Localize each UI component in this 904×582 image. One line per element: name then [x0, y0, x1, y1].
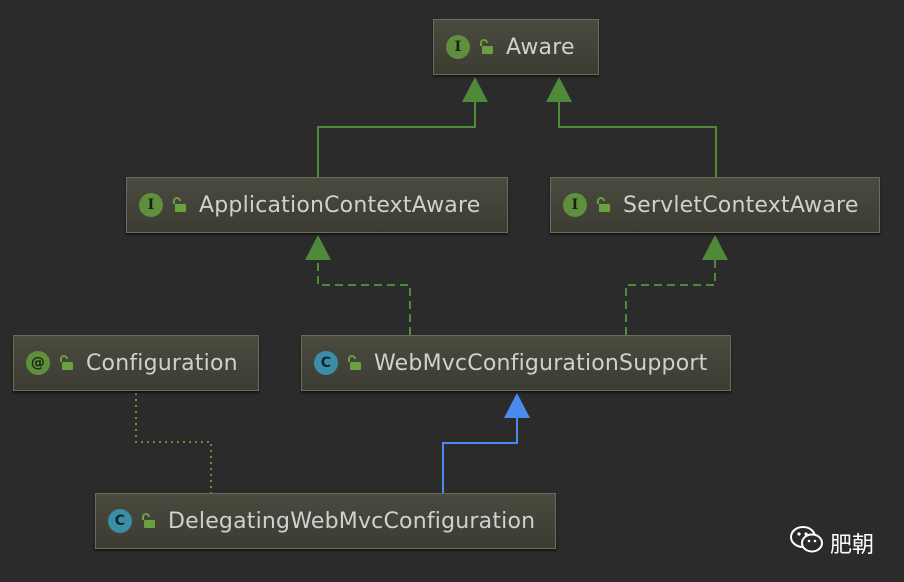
- wechat-icon: [790, 526, 824, 560]
- node-label: DelegatingWebMvcConfiguration: [168, 508, 536, 534]
- arrowhead-sca: [702, 235, 728, 260]
- arrowhead-aware-left: [462, 77, 488, 102]
- interface-icon: I: [446, 35, 470, 59]
- interface-icon: I: [563, 193, 587, 217]
- open-lock-icon: [58, 355, 74, 371]
- node-web-mvc-configuration-support[interactable]: C WebMvcConfigurationSupport: [301, 335, 731, 391]
- edge-dwmc-to-config: [135, 393, 212, 493]
- open-lock-icon: [346, 355, 362, 371]
- node-label: Aware: [506, 34, 575, 60]
- node-delegating-web-mvc-configuration[interactable]: C DelegatingWebMvcConfiguration: [95, 493, 556, 549]
- node-label: WebMvcConfigurationSupport: [374, 350, 708, 376]
- node-aware[interactable]: I Aware: [433, 19, 599, 75]
- node-configuration[interactable]: @ Configuration: [13, 335, 259, 391]
- node-label: ApplicationContextAware: [199, 192, 481, 218]
- class-icon: C: [108, 509, 132, 533]
- open-lock-icon: [478, 39, 494, 55]
- node-label: ServletContextAware: [623, 192, 859, 218]
- edge-aca-to-aware: [317, 102, 476, 177]
- edge-wmcs-to-sca: [625, 260, 716, 335]
- node-label: Configuration: [86, 350, 238, 376]
- interface-icon: I: [139, 193, 163, 217]
- class-icon: C: [314, 351, 338, 375]
- arrowhead-wmcs: [504, 393, 530, 418]
- edge-sca-to-aware: [558, 102, 717, 177]
- open-lock-icon: [140, 513, 156, 529]
- edge-wmcs-to-aca: [317, 260, 411, 335]
- watermark-text: 肥朝: [830, 533, 875, 558]
- open-lock-icon: [171, 197, 187, 213]
- node-servlet-context-aware[interactable]: I ServletContextAware: [550, 177, 880, 233]
- node-application-context-aware[interactable]: I ApplicationContextAware: [126, 177, 508, 233]
- arrowhead-aca: [305, 235, 331, 260]
- open-lock-icon: [595, 197, 611, 213]
- watermark: 肥朝: [790, 526, 874, 560]
- edge-dwmc-to-wmcs: [442, 418, 518, 493]
- annotation-icon: @: [26, 351, 50, 375]
- arrowhead-aware-right: [546, 77, 572, 102]
